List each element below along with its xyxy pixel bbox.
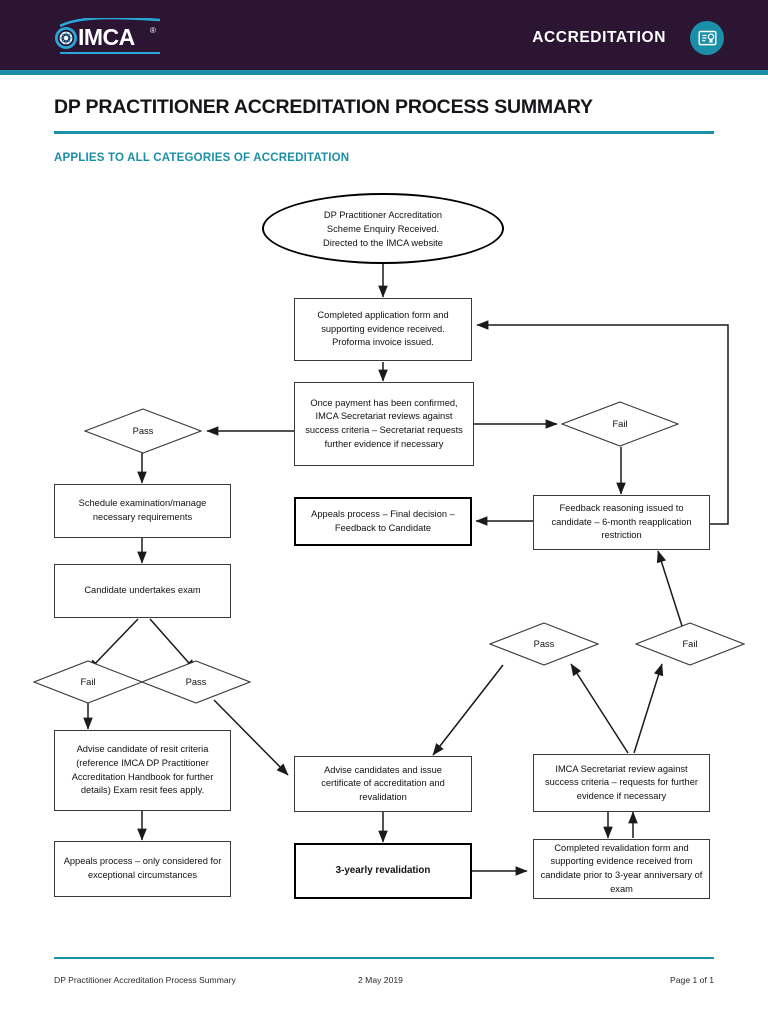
- imca-logo: IMCA ®: [54, 18, 164, 56]
- node-appeals-final-decision: Appeals process – Final decision – Feedb…: [294, 497, 472, 546]
- node-application: Completed application form and supportin…: [294, 298, 472, 361]
- node-3-yearly-revalidation: 3-yearly revalidation: [294, 843, 472, 899]
- node-revalidation-review: IMCA Secretariat review against success …: [533, 754, 710, 812]
- page-header: IMCA ® ACCREDITATION: [0, 0, 768, 70]
- footer-date: 2 May 2019: [358, 975, 403, 985]
- page-title: DP PRACTITIONER ACCREDITATION PROCESS SU…: [54, 96, 593, 118]
- certificate-icon: [690, 21, 724, 55]
- node-pass-application-label: Pass: [132, 426, 154, 436]
- node-pass-exam-label: Pass: [185, 677, 207, 687]
- node-schedule-exam: Schedule examination/manage necessary re…: [54, 484, 231, 538]
- header-section-label: ACCREDITATION: [532, 29, 666, 46]
- node-start-line2: Scheme Enquiry Received.: [326, 223, 440, 234]
- node-fail-exam-label: Fail: [80, 677, 96, 687]
- node-start-line1: DP Practitioner Accreditation: [323, 209, 443, 220]
- node-pass-revalidation: Pass: [489, 622, 599, 666]
- node-candidate-exam: Candidate undertakes exam: [54, 564, 231, 618]
- node-fail-application-label: Fail: [612, 419, 628, 429]
- logo-swoosh: [60, 18, 160, 28]
- page-subtitle: APPLIES TO ALL CATEGORIES OF ACCREDITATI…: [54, 152, 350, 164]
- node-resit-criteria: Advise candidate of resit criteria (refe…: [54, 730, 231, 811]
- node-pass-exam: Pass: [141, 660, 251, 704]
- header-accent-rule: [0, 70, 768, 75]
- logo-wordmark: IMCA: [78, 24, 135, 50]
- node-fail-exam: Fail: [33, 660, 143, 704]
- node-fail-revalidation-label: Fail: [682, 639, 698, 649]
- footer-page-number: Page 1 of 1: [670, 975, 714, 985]
- footer-document-name: DP Practitioner Accreditation Process Su…: [54, 975, 236, 985]
- node-review: Once payment has been confirmed, IMCA Se…: [294, 382, 474, 466]
- node-fail-application: Fail: [561, 401, 679, 447]
- node-fail-revalidation: Fail: [635, 622, 745, 666]
- title-divider: [54, 131, 714, 134]
- node-feedback-reasoning: Feedback reasoning issued to candidate –…: [533, 495, 710, 550]
- node-pass-revalidation-label: Pass: [533, 639, 555, 649]
- globe-gear-icon: [55, 27, 77, 49]
- node-pass-application: Pass: [84, 408, 202, 454]
- node-revalidation-form: Completed revalidation form and supporti…: [533, 839, 710, 899]
- node-appeals-exceptional: Appeals process – only considered for ex…: [54, 841, 231, 897]
- logo-underline: [60, 52, 160, 54]
- node-start-line3: Directed to the IMCA website: [323, 237, 443, 248]
- logo-registered-mark: ®: [150, 26, 156, 35]
- footer-divider: [54, 957, 714, 959]
- node-issue-certificate: Advise candidates and issue certificate …: [294, 756, 472, 812]
- node-start: DP Practitioner Accreditation Scheme Enq…: [262, 193, 504, 264]
